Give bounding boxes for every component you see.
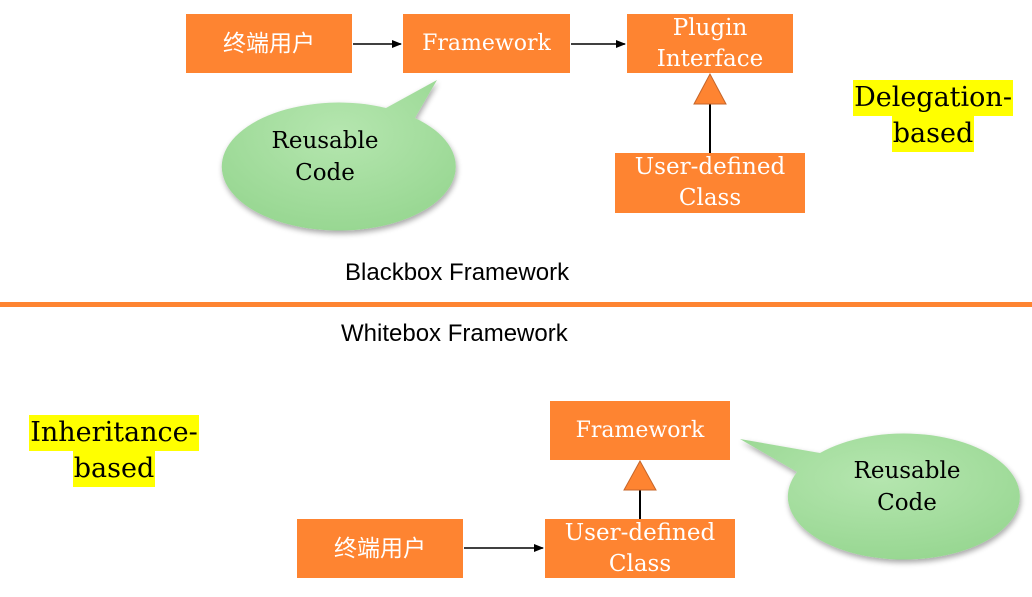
section-title-blackbox: Blackbox Framework	[345, 259, 570, 286]
node-end-user-top: 终端用户	[186, 14, 352, 73]
node-framework-top-label: Framework	[422, 30, 551, 56]
inheritance-triangle-top	[693, 72, 727, 105]
speech-bubble-top-line1: Reusable	[271, 128, 379, 154]
node-framework-bottom: Framework	[550, 401, 730, 460]
node-user-defined-class-bottom: User-defined Class	[545, 519, 735, 578]
approach-label-delegation-line2: based	[891, 116, 975, 152]
inheritance-triangle-bottom	[623, 459, 657, 491]
node-plugin-interface-line1: Plugin	[672, 14, 748, 41]
approach-label-inheritance-line1: Inheritance-	[29, 415, 199, 451]
node-user-defined-class-bottom-line1: User-defined	[564, 519, 716, 546]
section-divider	[0, 302, 1032, 307]
node-end-user-bottom: 终端用户	[297, 519, 463, 578]
speech-bubble-top-line2: Code	[295, 160, 355, 186]
section-title-whitebox: Whitebox Framework	[341, 320, 568, 347]
node-user-defined-class-top-line1: User-defined	[634, 154, 786, 180]
approach-label-inheritance: Inheritance- based	[24, 415, 204, 487]
node-user-defined-class-bottom-line2: Class	[608, 550, 672, 577]
node-user-defined-class-top-line2: Class	[678, 185, 742, 211]
speech-bubble-bottom-line1: Reusable	[853, 458, 961, 484]
speech-bubble-top-text: Reusable Code	[240, 125, 410, 189]
speech-bubble-bottom	[740, 433, 1020, 560]
node-end-user-bottom-label: 终端用户	[334, 535, 426, 562]
node-framework-bottom-label: Framework	[575, 417, 705, 443]
approach-label-delegation-line1: Delegation-	[853, 80, 1013, 116]
speech-bubble-bottom-line2: Code	[877, 490, 937, 516]
node-framework-top: Framework	[403, 14, 570, 73]
node-user-defined-class-top: User-defined Class	[615, 153, 805, 213]
approach-label-delegation: Delegation- based	[845, 80, 1021, 152]
speech-bubble-top	[221, 80, 456, 231]
speech-bubble-bottom-text: Reusable Code	[822, 455, 992, 519]
node-end-user-top-label: 终端用户	[223, 30, 315, 57]
approach-label-inheritance-line2: based	[72, 451, 156, 487]
node-plugin-interface-line2: Interface	[656, 45, 764, 72]
node-plugin-interface: Plugin Interface	[627, 14, 793, 73]
